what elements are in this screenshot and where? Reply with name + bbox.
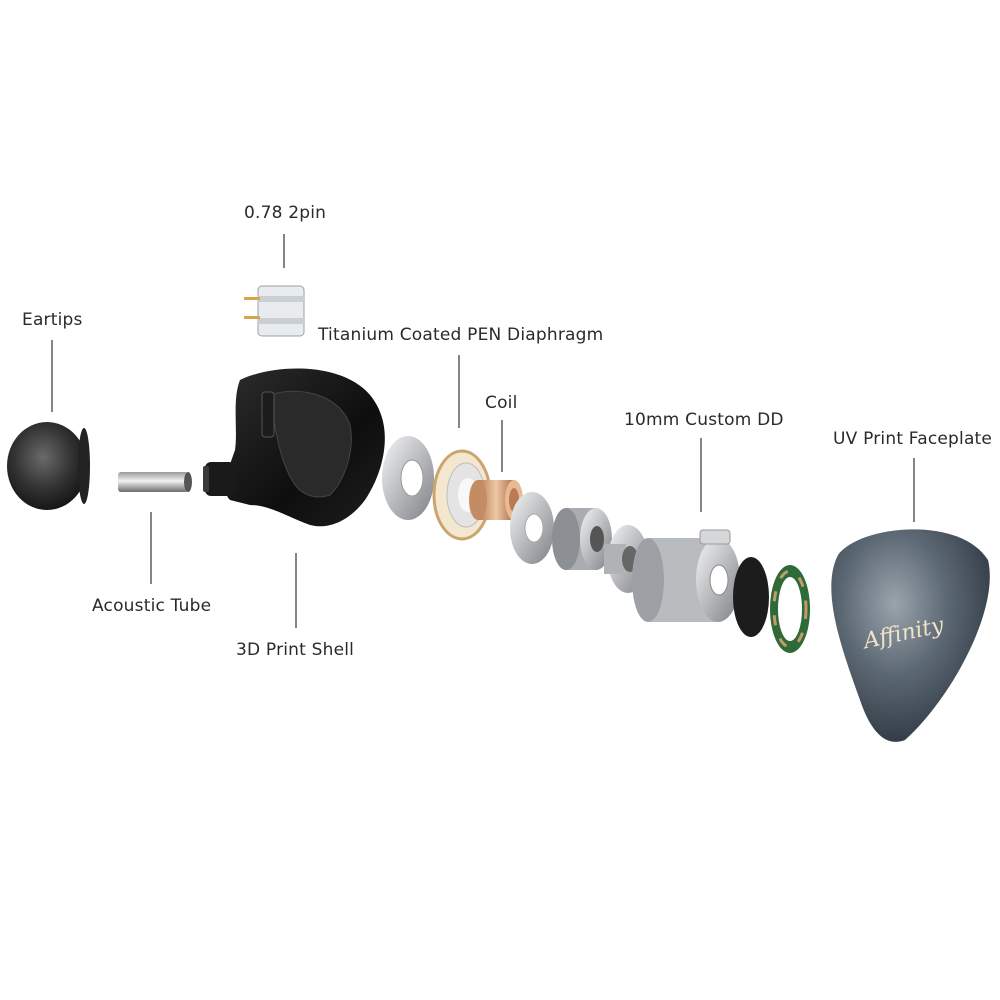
eartip xyxy=(7,422,90,510)
label-eartips: Eartips xyxy=(22,310,83,330)
label-pin: 0.78 2pin xyxy=(244,203,327,223)
washer xyxy=(510,492,554,564)
label-diaphragm: Titanium Coated PEN Diaphragm xyxy=(318,325,604,345)
label-dd: 10mm Custom DD xyxy=(624,410,784,430)
label-coil: Coil xyxy=(485,393,518,413)
label-shell: 3D Print Shell xyxy=(236,640,355,660)
coil xyxy=(469,480,523,520)
faceplate: Affinity xyxy=(831,529,990,742)
magnet-ring xyxy=(552,508,612,570)
black-gasket xyxy=(733,557,769,637)
label-acoustic-tube: Acoustic Tube xyxy=(92,596,212,616)
dd-housing xyxy=(632,529,740,622)
pcb-ring xyxy=(770,565,810,653)
two-pin-connector xyxy=(244,285,305,337)
front-ring xyxy=(382,436,434,520)
acoustic-tube xyxy=(118,472,192,492)
label-faceplate: UV Print Faceplate xyxy=(833,429,993,449)
leader-lines xyxy=(51,234,915,628)
shell xyxy=(203,368,385,527)
